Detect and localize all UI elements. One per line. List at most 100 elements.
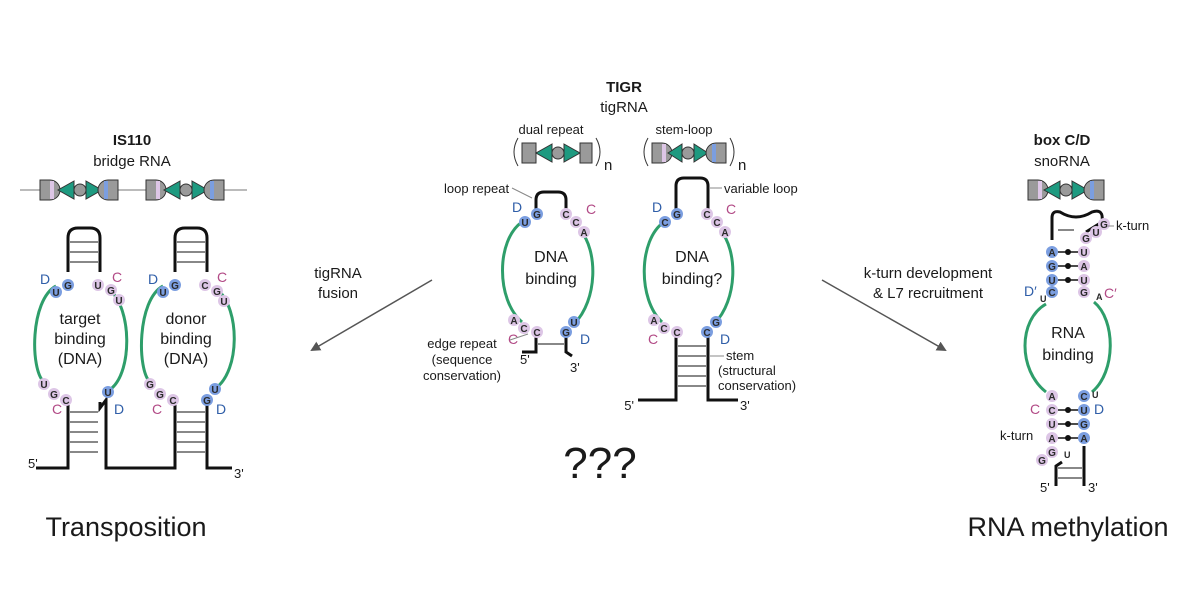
dual-repeat-icon: n <box>513 137 612 174</box>
snorna-loop-right <box>1090 300 1112 394</box>
kturn-top-label: k-turn <box>1116 218 1149 233</box>
is110-title: IS110 <box>113 132 151 149</box>
svg-text:G: G <box>203 396 211 407</box>
svg-text:U: U <box>1092 228 1099 239</box>
panel-is110: IS110 bridge RNA <box>20 132 247 542</box>
kturn-bottom-label: k-turn <box>1000 428 1033 443</box>
svg-text:U: U <box>1048 420 1055 431</box>
snorna-loop-left <box>1023 302 1047 394</box>
is110-c-label-2: C <box>52 401 62 417</box>
edge-repeat-line-3: conservation) <box>423 368 501 383</box>
svg-text:G: G <box>1082 234 1090 245</box>
svg-text:5': 5' <box>520 352 530 367</box>
svg-text:G: G <box>1080 288 1088 299</box>
svg-text:U: U <box>40 380 47 391</box>
snorna-lower-helix: A C U A G G C U G A U U <box>1036 390 1099 486</box>
is110-loop-2-beads: U G C G U G G C G U <box>144 279 230 407</box>
svg-text:5': 5' <box>1040 480 1050 495</box>
dna-binding-2-line-1: DNA <box>675 249 709 266</box>
snorna-top-loop <box>1050 209 1104 240</box>
repeat-unit-1 <box>39 179 119 201</box>
is110-d-label-2: D <box>114 401 124 417</box>
svg-text:U: U <box>1080 406 1087 417</box>
is110-loop-1-beads: U G U G U U G C U <box>38 279 125 407</box>
d-prime-label: D′ <box>1024 283 1037 299</box>
svg-text:A: A <box>1048 392 1055 403</box>
is110-c-label-1: C <box>112 269 122 285</box>
is110-3prime: 3' <box>234 466 244 481</box>
svg-text:5': 5' <box>624 398 634 413</box>
svg-text:C: C <box>660 324 667 335</box>
svg-text:C: C <box>562 210 569 221</box>
svg-text:A: A <box>510 316 517 327</box>
svg-text:U: U <box>52 288 59 299</box>
svg-text:G: G <box>156 390 164 401</box>
arrow-kturn-development: k-turn development & L7 recruitment <box>821 265 993 351</box>
tigrna-fusion-line-1: tigRNA <box>314 265 362 282</box>
edge-repeat-line-2: (sequence <box>432 352 493 367</box>
svg-text:D: D <box>652 199 662 215</box>
svg-text:G: G <box>146 380 154 391</box>
is110-loop-2-left <box>140 284 164 384</box>
svg-text:G: G <box>171 281 179 292</box>
svg-text:C: C <box>661 218 668 229</box>
stem-line-2: (structural <box>718 363 776 378</box>
svg-text:C: C <box>1080 392 1087 403</box>
boxcd-subtitle: snoRNA <box>1034 153 1090 170</box>
svg-text:D: D <box>512 199 522 215</box>
kturn-development-line-2: & L7 recruitment <box>873 285 984 302</box>
svg-text:A: A <box>1048 434 1055 445</box>
svg-text:C: C <box>520 324 527 335</box>
svg-text:C: C <box>572 218 579 229</box>
is110-hairpin-1-pairs <box>70 241 98 263</box>
target-binding-line-1: target <box>60 311 101 328</box>
svg-text:U: U <box>104 388 111 399</box>
tigrna-fusion-line-2: fusion <box>318 285 358 302</box>
stem-loop-icon: n <box>643 137 746 174</box>
svg-text:U: U <box>1040 294 1047 304</box>
stem-loop-label: stem-loop <box>655 122 712 137</box>
is110-c-label-3: C <box>217 269 227 285</box>
svg-text:U: U <box>94 281 101 292</box>
svg-text:G: G <box>1048 262 1056 273</box>
svg-text:C: C <box>201 281 208 292</box>
svg-text:C: C <box>703 210 710 221</box>
snorna-upper-helix: A G U C U A U G G U G A U <box>1040 218 1110 304</box>
svg-text:D: D <box>580 331 590 347</box>
kturn-development-line-1: k-turn development <box>864 265 993 282</box>
svg-text:G: G <box>712 318 720 329</box>
repeat-unit-2 <box>145 179 225 201</box>
c-prime-label: C′ <box>1104 285 1117 301</box>
svg-text:U: U <box>1080 276 1087 287</box>
is110-loop-1-left <box>33 284 57 384</box>
is110-repeat-track <box>20 179 247 201</box>
svg-text:3': 3' <box>740 398 750 413</box>
panel-box-cd: box C/D snoRNA A G U C U A U G G U G <box>967 132 1168 542</box>
svg-text:C: C <box>1048 406 1055 417</box>
tigr-title: TIGR <box>606 79 642 96</box>
svg-text:U: U <box>159 288 166 299</box>
is110-hairpin-2-pairs <box>177 241 205 263</box>
svg-text:G: G <box>50 390 58 401</box>
svg-text:C: C <box>533 328 540 339</box>
is110-hairpin-1 <box>66 226 102 272</box>
svg-text:G: G <box>1038 456 1046 467</box>
svg-text:A: A <box>650 316 657 327</box>
loop-repeat-label: loop repeat <box>444 181 509 196</box>
svg-text:A: A <box>580 228 587 239</box>
svg-text:U: U <box>1080 248 1087 259</box>
is110-c-label-4: C <box>152 401 162 417</box>
tigrna-stem-loop-structure: C G C C A A C C C G D C C D DNA binding?… <box>624 176 750 413</box>
svg-text:C: C <box>703 328 710 339</box>
svg-text:U: U <box>220 297 227 308</box>
svg-text:G: G <box>562 328 570 339</box>
dual-repeat-n: n <box>604 157 612 174</box>
svg-text:U: U <box>1064 450 1071 460</box>
svg-text:G: G <box>673 210 681 221</box>
svg-text:C: C <box>62 396 69 407</box>
svg-text:G: G <box>107 286 115 297</box>
is110-5prime: 5' <box>28 456 38 471</box>
svg-text:U: U <box>570 318 577 329</box>
